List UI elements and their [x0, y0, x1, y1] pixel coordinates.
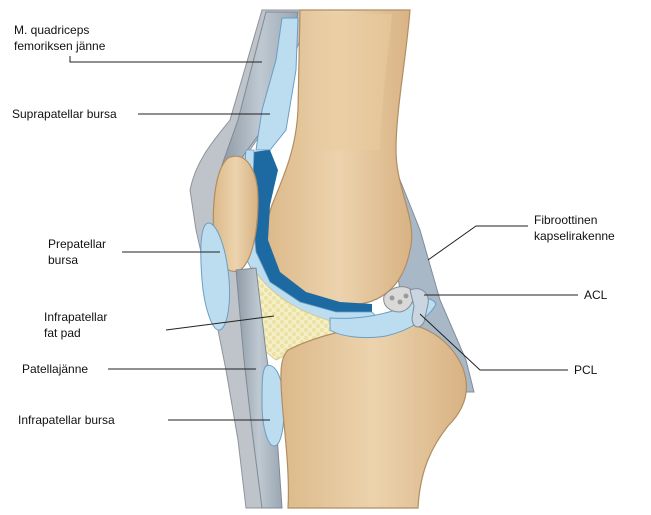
label-fatpad-2: fat pad: [44, 326, 81, 340]
label-quadriceps-2: femoriksen jänne: [14, 39, 106, 53]
femur-shaft-marrow: [314, 14, 392, 150]
leader-fatpad: [165, 315, 275, 331]
patellar-tendon: [235, 267, 283, 509]
acl-ligament: [383, 286, 414, 313]
joint-cavity-dark: [252, 150, 372, 312]
label-prepatellar-1: Prepatellar: [48, 237, 107, 251]
label-fibrous-1: Fibroottinen: [534, 213, 598, 227]
label-patellajanne: Patellajänne: [22, 362, 89, 376]
label-pcl: PCL: [574, 363, 598, 377]
acl-fiber: [397, 299, 403, 305]
leader-quadriceps: [69, 56, 262, 63]
label-infrapatellar-bursa: Infrapatellar bursa: [18, 413, 115, 427]
label-acl: ACL: [584, 288, 608, 302]
leader-pcl: [419, 313, 568, 371]
meniscus-bursa: [329, 298, 437, 339]
acl-fiber: [403, 293, 409, 299]
label-quadriceps-1: M. quadriceps: [14, 23, 90, 37]
tibia: [280, 323, 467, 509]
label-fibrous-2: kapselirakenne: [534, 229, 615, 243]
leader-fibrous: [427, 225, 528, 261]
acl-fiber: [389, 295, 395, 301]
label-fatpad-1: Infrapatellar: [44, 310, 108, 324]
label-prepatellar-2: bursa: [48, 253, 79, 267]
label-suprapatellar-bursa: Suprapatellar bursa: [12, 107, 117, 121]
prepatellar-bursa-shape: [200, 222, 231, 331]
